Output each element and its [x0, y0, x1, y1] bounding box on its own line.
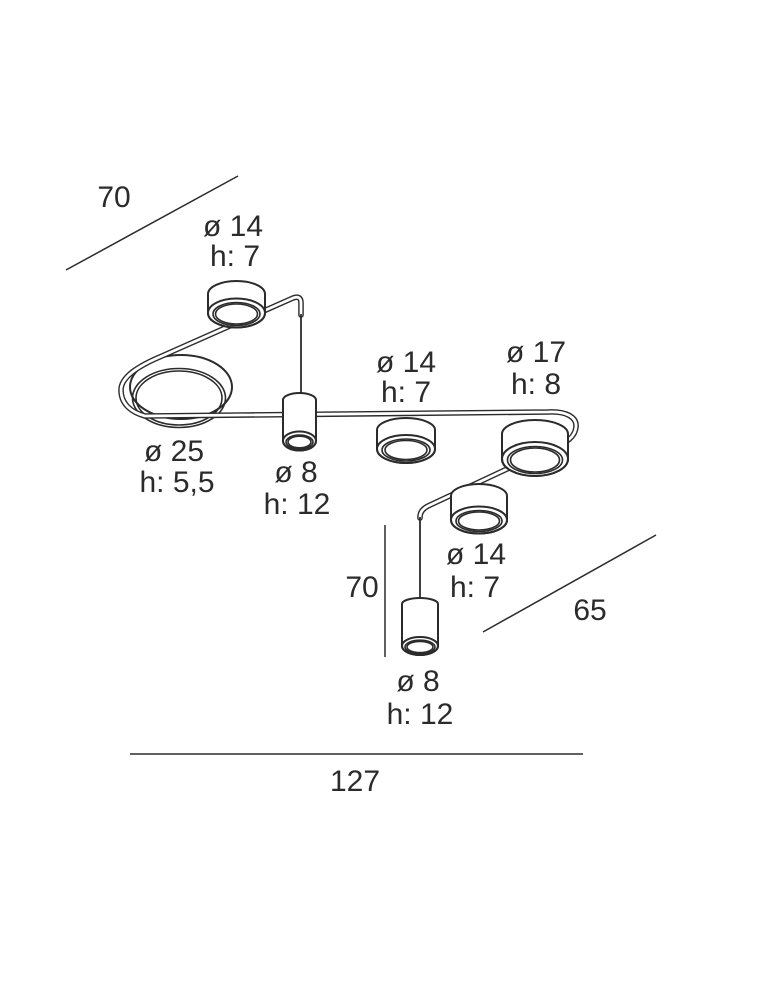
bottom-pendant-height-label: h: 12 [387, 698, 454, 731]
disc-height-label: h: 5,5 [139, 466, 214, 499]
top-spot-height-label: h: 7 [210, 240, 260, 273]
disc-fixture-drawing [129, 354, 233, 429]
dimension-label-total-width: 127 [330, 765, 380, 798]
disc-lens-outer-rim [131, 367, 227, 429]
right-spot-rim-2 [509, 447, 561, 473]
bottom-pendant-drawing [401, 597, 439, 656]
bottom-pendant-rim-1 [404, 639, 436, 655]
mid-spot-height-label: h: 7 [381, 376, 431, 409]
mid-pendant-drawing [282, 392, 317, 452]
lower-spot-height-label: h: 7 [450, 571, 500, 604]
right-spot-drawing [501, 419, 569, 477]
disc-lens-inner-rim [135, 370, 223, 426]
mid-pendant-bottom [282, 430, 317, 452]
right-spot-bottom [501, 441, 569, 477]
bottom-pendant-diameter-label: ø 8 [396, 665, 439, 698]
bottom-pendant-bottom [401, 636, 439, 656]
lower-spot-rim-1 [455, 509, 503, 533]
arm-core-highlight [119, 295, 578, 520]
top-spot-diameter-label: ø 14 [203, 210, 263, 243]
top-spot-rim-2 [214, 303, 259, 325]
lower-spot-drawing [450, 483, 508, 535]
right-spot-rim-1 [506, 445, 564, 475]
dimension-label-left-drop: 70 [345, 571, 378, 604]
lower-spot-bottom [450, 505, 508, 535]
disc-top-face [129, 354, 233, 420]
mid-spot-bottom [376, 434, 436, 464]
top-spot-rim-1 [212, 301, 261, 327]
right-spot-diameter-label: ø 17 [506, 336, 566, 369]
mid-pendant-rim-1 [285, 434, 314, 450]
mid-spot-diameter-label: ø 14 [376, 346, 436, 379]
dimension-line-top-depth [65, 175, 239, 271]
top-spot-bottom [207, 297, 266, 329]
dimension-label-top-depth: 70 [97, 181, 130, 214]
right-spot-height-label: h: 8 [511, 368, 561, 401]
mid-pendant-diameter-label: ø 8 [274, 456, 317, 489]
top-spot-drawing [207, 280, 266, 329]
disc-diameter-label: ø 25 [144, 435, 204, 468]
lower-spot-rim-2 [457, 511, 501, 531]
mid-spot-rim-2 [384, 439, 428, 461]
mid-spot-rim-1 [381, 438, 431, 462]
lower-spot-diameter-label: ø 14 [446, 538, 506, 571]
dimension-line-right-depth [482, 534, 657, 633]
tubular-arm [118, 294, 579, 521]
mid-pendant-height-label: h: 12 [264, 488, 331, 521]
dimension-label-right-depth: 65 [573, 594, 606, 627]
bottom-pendant-rim-2 [406, 640, 434, 654]
mid-pendant-rim-2 [287, 435, 312, 449]
mid-spot-drawing [376, 417, 436, 464]
